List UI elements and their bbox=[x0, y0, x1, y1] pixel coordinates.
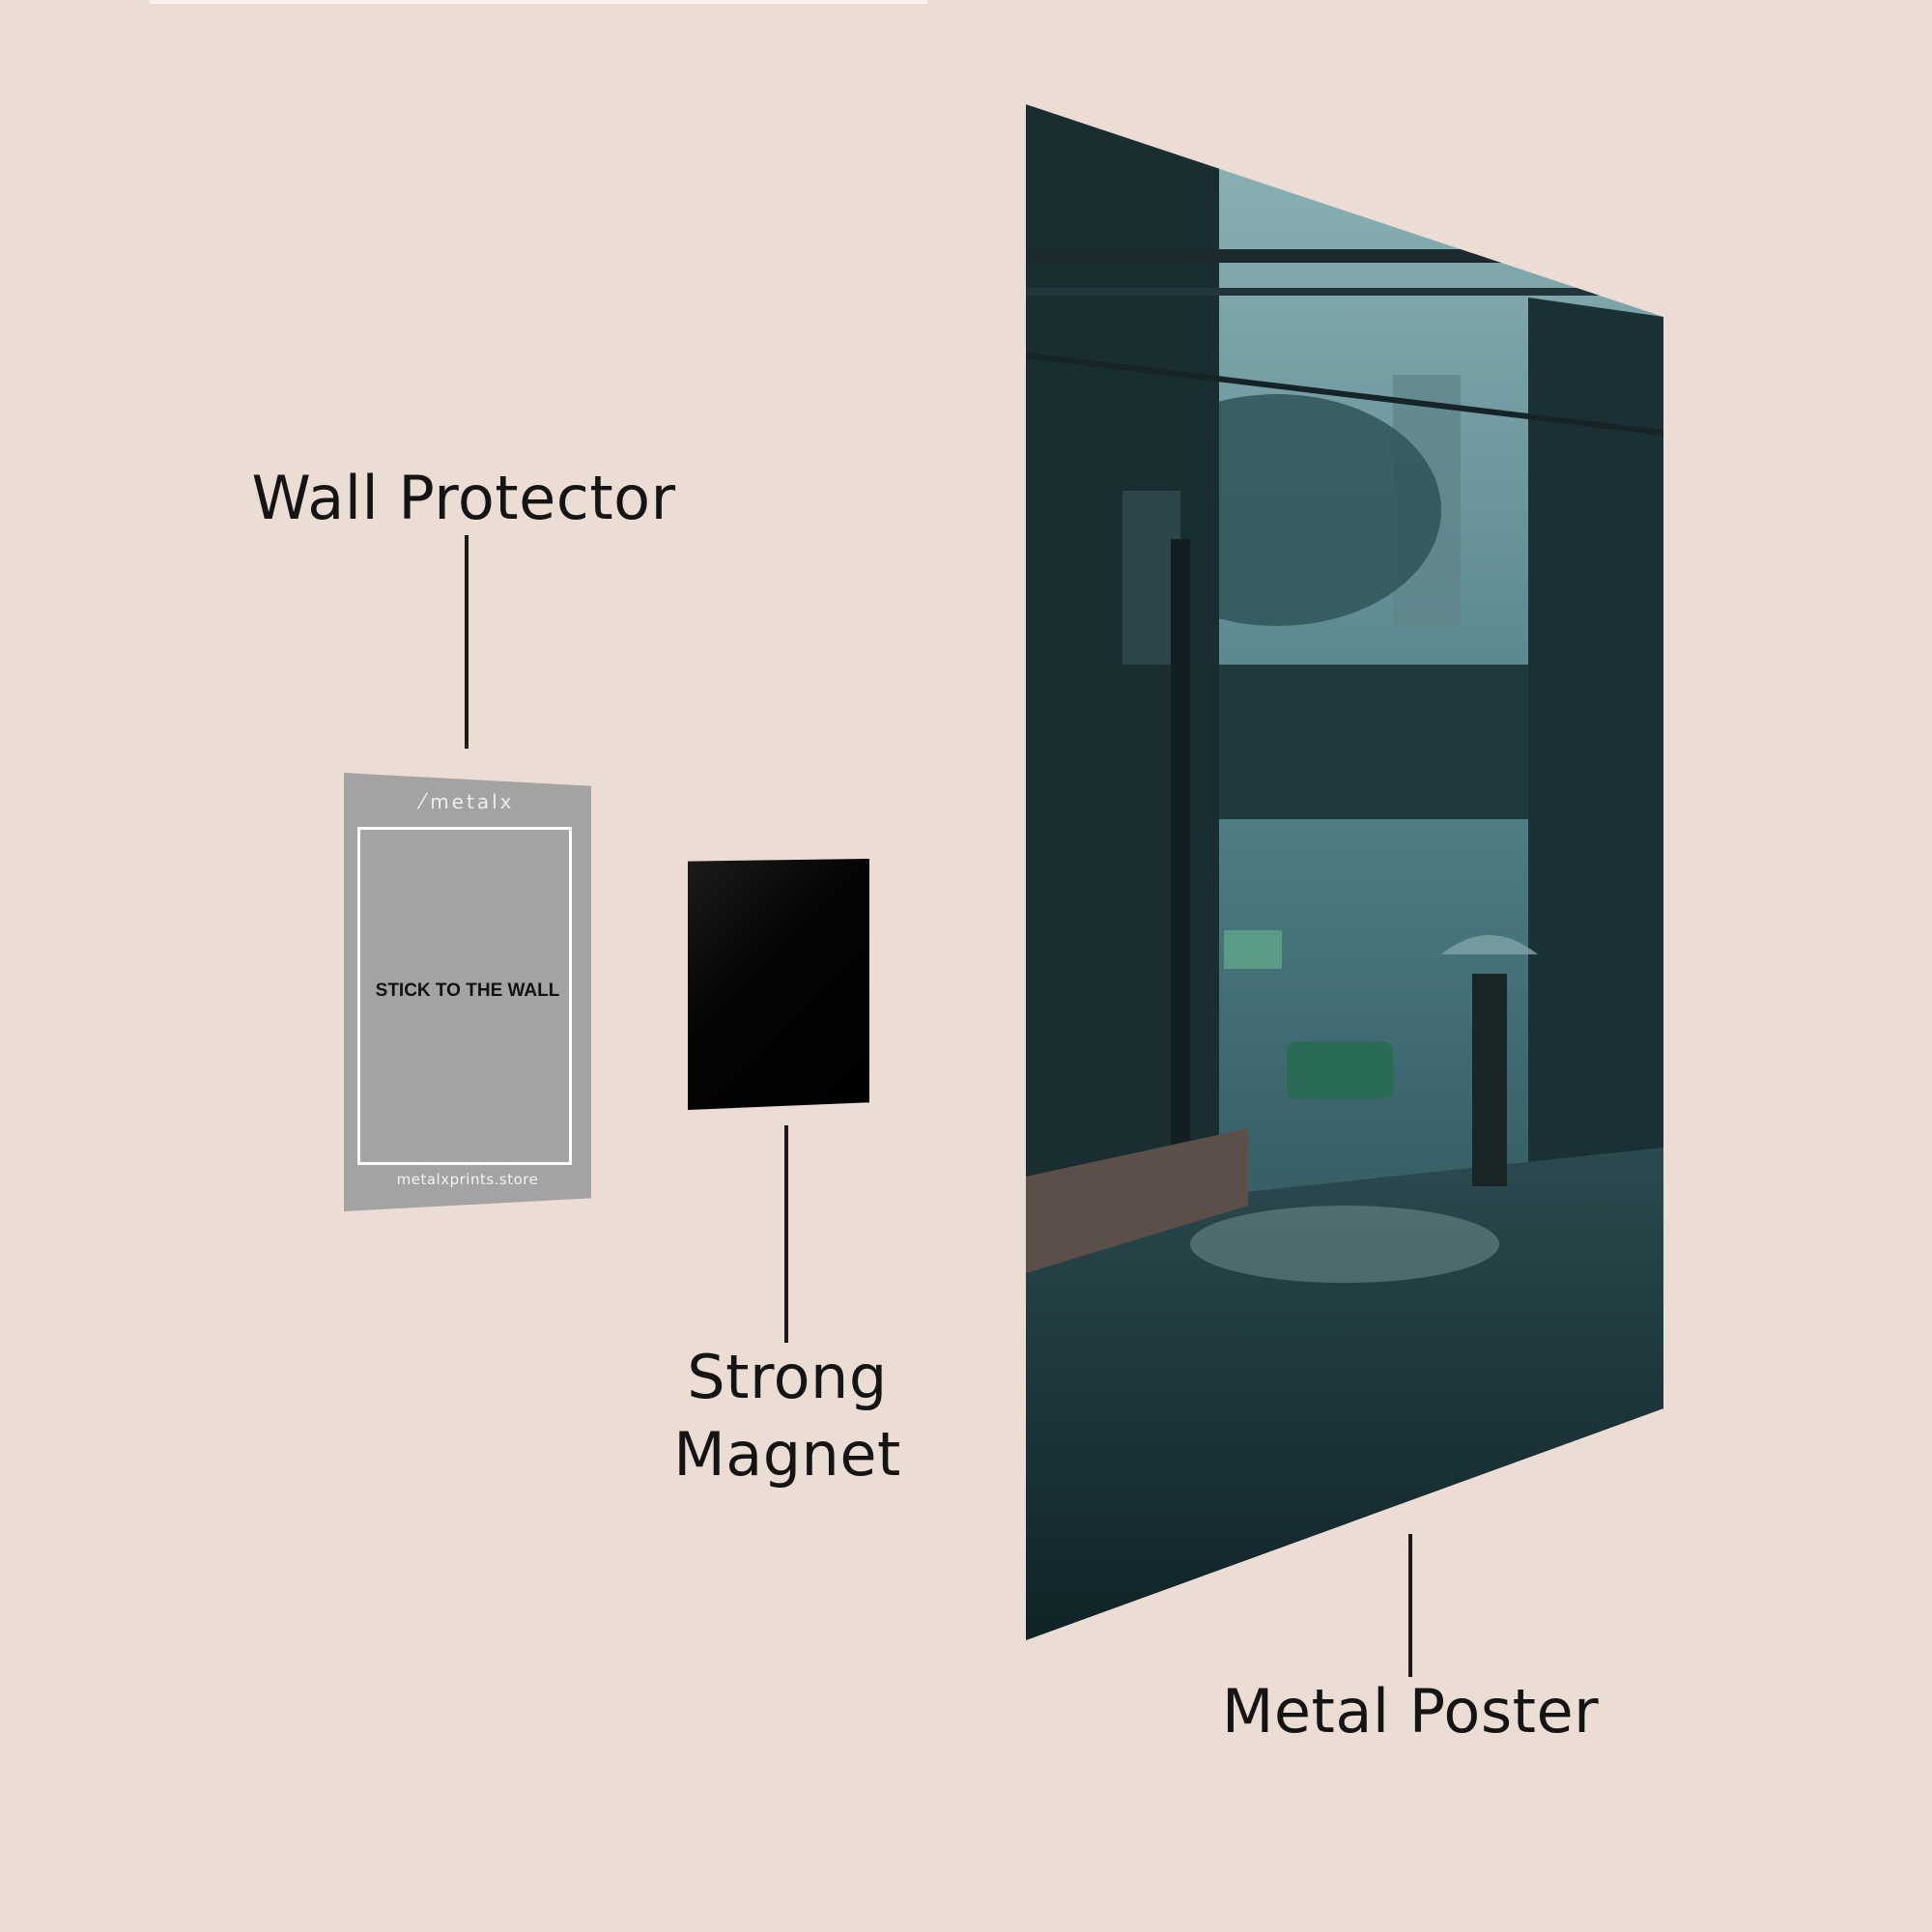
protector-frame bbox=[357, 827, 572, 1165]
poster-right-buildings bbox=[1528, 298, 1663, 1312]
protector-url: metalxprints.store bbox=[396, 1171, 539, 1188]
strong-magnet bbox=[688, 859, 869, 1110]
protector-brand-text: metalx bbox=[430, 790, 515, 813]
wall-protector-label: Wall Protector bbox=[251, 463, 676, 533]
protector-instruction: STICK TO THE WALL bbox=[375, 980, 560, 1001]
poster-pipe-1 bbox=[1026, 249, 1663, 263]
protector-brand: ⁄metalx bbox=[344, 790, 591, 814]
metal-poster-leader-line bbox=[1408, 1534, 1412, 1677]
poster-shop-sign bbox=[1224, 930, 1282, 969]
poster-puddle-reflection bbox=[1190, 1206, 1499, 1283]
poster-taxi bbox=[1287, 1041, 1393, 1099]
poster-umbrella bbox=[1441, 935, 1538, 954]
poster-barrier bbox=[1026, 1128, 1248, 1273]
top-strip bbox=[150, 0, 927, 4]
metal-poster-label: Metal Poster bbox=[1221, 1676, 1600, 1747]
metalx-logo-icon: ⁄ bbox=[420, 790, 425, 814]
poster-figure bbox=[1472, 974, 1507, 1186]
wall-protector: ⁄metalx STICK TO THE WALL metalxprints.s… bbox=[344, 773, 591, 1211]
metal-poster bbox=[1026, 104, 1663, 1640]
wall-protector-leader-line bbox=[465, 535, 469, 749]
strong-magnet-label: Strong Magnet bbox=[673, 1342, 901, 1490]
poster-pipe-2 bbox=[1026, 288, 1663, 296]
poster-cable bbox=[1026, 353, 1663, 436]
strong-magnet-leader-line bbox=[784, 1125, 788, 1343]
